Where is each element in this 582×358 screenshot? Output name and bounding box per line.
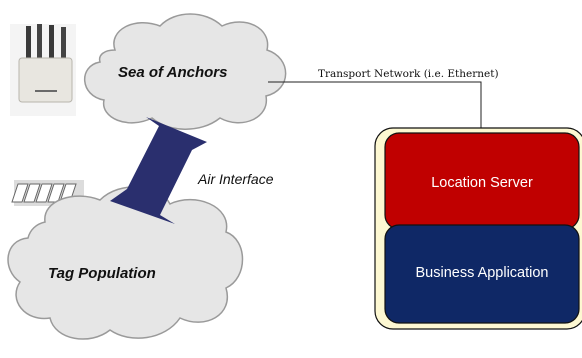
air-interface-label: Air Interface xyxy=(198,171,274,187)
air-interface-arrow xyxy=(110,117,207,224)
location-server-label: Location Server xyxy=(431,175,533,191)
transport-network-line xyxy=(268,81,482,128)
sea-of-anchors-cloud xyxy=(83,13,287,130)
business-application-block xyxy=(384,224,580,324)
transport-network-label: Transport Network (i.e. Ethernet) xyxy=(318,68,499,80)
rfid-tag-cards-icon xyxy=(11,180,84,206)
tag-population-cloud xyxy=(7,186,244,340)
sea-of-anchors-label: Sea of Anchors xyxy=(118,64,228,81)
business-application-label: Business Application xyxy=(415,265,549,281)
anchor-device-icon xyxy=(10,24,76,116)
tag-population-label: Tag Population xyxy=(48,265,156,282)
